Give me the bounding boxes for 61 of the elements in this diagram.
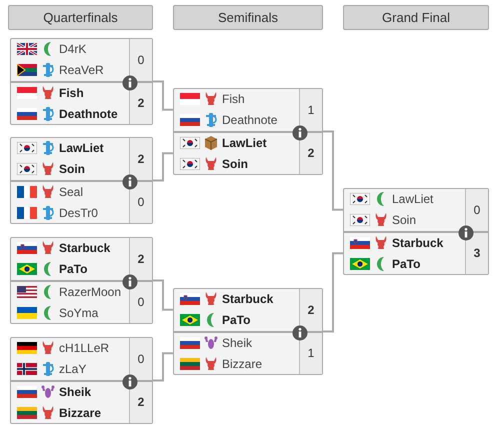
player-name: cH1LLeR	[59, 341, 110, 356]
match-box	[173, 288, 323, 375]
player-name: Deathnote	[222, 113, 278, 128]
bracket-line	[323, 130, 343, 211]
player-name: Soin	[59, 162, 85, 176]
player-name: PaTo	[222, 313, 250, 328]
bracket-line	[153, 352, 173, 382]
score: 0	[138, 195, 144, 210]
player-name: Bizzare	[222, 356, 262, 371]
player-name: LawLiet	[222, 136, 267, 150]
score: 0	[138, 52, 144, 67]
score: 2	[138, 152, 144, 166]
score: 0	[474, 202, 480, 217]
player-name: SoYma	[59, 306, 98, 320]
round-title: Grand Final	[382, 10, 450, 25]
score: 0	[138, 352, 144, 366]
score: 2	[308, 302, 314, 317]
player-name: Fish	[222, 92, 245, 106]
match-box	[10, 137, 153, 224]
match-box	[10, 337, 153, 424]
player-name: PaTo	[59, 262, 88, 276]
player-name: Soin	[392, 213, 416, 228]
player-name: Starbuck	[392, 236, 444, 250]
score: 3	[474, 246, 480, 260]
match-box	[10, 237, 153, 324]
match-box	[343, 188, 489, 275]
player-name: Fish	[59, 86, 84, 100]
score: 1	[308, 346, 314, 360]
bracket-line	[153, 280, 173, 311]
round-title: Semifinals	[218, 10, 278, 25]
player-name: RazerMoon	[59, 284, 122, 299]
round-header	[8, 5, 153, 30]
player-name: ReaVeR	[59, 63, 104, 78]
bracket-line	[323, 252, 343, 332]
player-name: Seal	[59, 184, 84, 199]
player-name: Sheik	[59, 384, 92, 399]
player-name: Soin	[222, 156, 248, 171]
player-name: Sheik	[222, 336, 252, 350]
player-name: LawLiet	[392, 192, 434, 206]
player-name: DesTr0	[59, 206, 98, 220]
match-box	[10, 38, 153, 125]
player-name: PaTo	[392, 256, 420, 271]
player-name: LawLiet	[59, 141, 104, 156]
round-header	[173, 5, 323, 30]
match-box	[173, 88, 323, 175]
player-name: Starbuck	[222, 292, 274, 306]
score: 0	[138, 295, 144, 310]
score: 2	[138, 252, 144, 266]
player-name: D4rK	[59, 42, 86, 56]
player-name: Starbuck	[59, 241, 110, 256]
round-title: Quarterfinals	[43, 10, 118, 25]
bracket-line	[153, 152, 173, 182]
player-name: zLaY	[59, 362, 86, 376]
score: 2	[138, 395, 144, 410]
score: 2	[138, 96, 144, 110]
round-header	[343, 5, 489, 30]
bracket-line	[153, 80, 173, 111]
player-name: Deathnote	[59, 106, 118, 121]
score: 1	[308, 102, 314, 117]
score: 2	[308, 146, 314, 160]
player-name: Bizzare	[59, 406, 102, 420]
